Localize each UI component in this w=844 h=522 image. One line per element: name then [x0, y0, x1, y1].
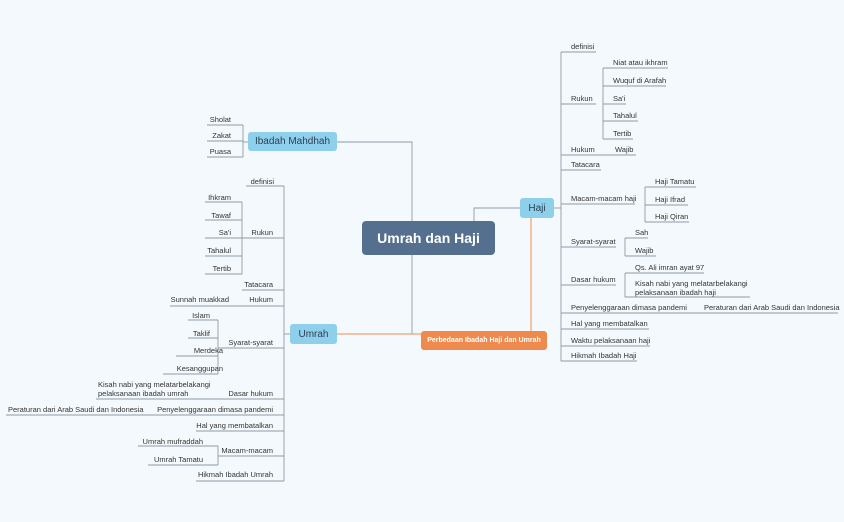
haji-tatacara[interactable]: Tatacara — [571, 160, 600, 169]
haji-waktu[interactable]: Waktu pelaksanaan haji — [571, 336, 651, 345]
mahdhah-item[interactable]: Sholat — [209, 115, 231, 124]
umrah-hukum[interactable]: Hukum — [249, 295, 273, 304]
haji-hukum[interactable]: Hukum — [571, 145, 595, 154]
haji-rukun-item[interactable]: Niat atau ikhram — [613, 58, 668, 67]
haji-rukun-item[interactable]: Tahalul — [613, 111, 637, 120]
umrah-macam[interactable]: Macam-macam — [221, 446, 273, 455]
haji-hikmah[interactable]: Hikmah Ibadah Haji — [571, 351, 637, 360]
umrah-macam-item[interactable]: Umrah Tamatu — [153, 455, 203, 464]
haji-dasar-hukum-item[interactable]: Kisah nabi yang melatarbelakangi pelaksa… — [635, 279, 748, 297]
haji-macam-item[interactable]: Haji Tamatu — [655, 177, 695, 186]
haji-rukun-item[interactable]: Wuquf di Arafah — [613, 76, 667, 85]
topic-ibadah-mahdhah[interactable]: Ibadah Mahdhah — [248, 132, 337, 151]
haji-rukun-item[interactable]: Sa'i — [613, 94, 626, 103]
haji-definisi[interactable]: definisi — [571, 42, 595, 51]
haji-membatalkan[interactable]: Hal yang membatalkan — [571, 319, 648, 328]
central-topic[interactable]: Umrah dan Haji — [362, 221, 495, 255]
umrah-macam-item[interactable]: Umrah mufraddah — [142, 437, 203, 446]
umrah-rukun-item[interactable]: Sa'i — [218, 228, 231, 237]
haji-macam[interactable]: Macam-macam haji — [571, 194, 637, 203]
umrah-penyelenggaraan-value[interactable]: Peraturan dari Arab Saudi dan Indonesia — [8, 405, 144, 414]
haji-syarat[interactable]: Syarat-syarat — [571, 237, 616, 246]
umrah-hukum-value[interactable]: Sunnah muakkad — [170, 295, 229, 304]
umrah-syarat-item[interactable]: Merdeka — [193, 346, 223, 355]
haji-macam-item[interactable]: Haji Ifrad — [655, 195, 686, 204]
umrah-dasar-hukum[interactable]: Dasar hukum — [228, 389, 273, 398]
branch-connector — [337, 141, 413, 221]
umrah-membatalkan[interactable]: Hal yang membatalkan — [196, 421, 273, 430]
haji-syarat-item[interactable]: Sah — [635, 228, 649, 237]
haji-dasar-hukum-item[interactable]: Qs. Ali imran ayat 97 — [635, 263, 705, 272]
topic-umrah[interactable]: Umrah — [290, 324, 337, 344]
umrah-rukun-item[interactable]: Tawaf — [211, 211, 231, 220]
umrah-penyelenggaraan[interactable]: Penyelenggaraan dimasa pandemi — [157, 405, 273, 414]
branch-connector — [337, 255, 413, 335]
mahdhah-item[interactable]: Puasa — [209, 147, 231, 156]
umrah-rukun-item[interactable]: Tertib — [212, 264, 231, 273]
umrah-dasar-hukum-value[interactable]: Kisah nabi yang melatarbelakangi pelaksa… — [98, 380, 211, 398]
umrah-syarat[interactable]: Syarat-syarat — [228, 338, 273, 347]
umrah-syarat-item[interactable]: Kesanggupan — [176, 364, 223, 373]
haji-penyelenggaraan-value[interactable]: Peraturan dari Arab Saudi dan Indonesia — [704, 303, 840, 312]
umrah-definisi[interactable]: definisi — [250, 177, 274, 186]
umrah-rukun-item[interactable]: Tahalul — [207, 246, 231, 255]
umrah-syarat-item[interactable]: Taklif — [192, 329, 210, 338]
haji-rukun[interactable]: Rukun — [571, 94, 593, 103]
floating-topic[interactable]: Perbedaan Ibadah Haji dan Umrah — [421, 331, 547, 350]
haji-hukum-value[interactable]: Wajib — [615, 145, 634, 154]
umrah-rukun[interactable]: Rukun — [251, 228, 273, 237]
umrah-hikmah[interactable]: Hikmah Ibadah Umrah — [197, 470, 273, 479]
mahdhah-item[interactable]: Zakat — [212, 131, 231, 140]
haji-rukun-item[interactable]: Tertib — [613, 129, 632, 138]
umrah-rukun-item[interactable]: Ihkram — [208, 193, 231, 202]
umrah-syarat-item[interactable]: Islam — [192, 311, 210, 320]
haji-dasar-hukum[interactable]: Dasar hukum — [571, 275, 616, 284]
topic-haji[interactable]: Haji — [520, 198, 554, 218]
haji-macam-item[interactable]: Haji Qiran — [655, 212, 689, 221]
haji-syarat-item[interactable]: Wajib — [635, 246, 654, 255]
haji-penyelenggaraan[interactable]: Penyelenggaraan dimasa pandemi — [571, 303, 687, 312]
branch-connector — [473, 207, 520, 221]
umrah-tatacara[interactable]: Tatacara — [244, 280, 273, 289]
